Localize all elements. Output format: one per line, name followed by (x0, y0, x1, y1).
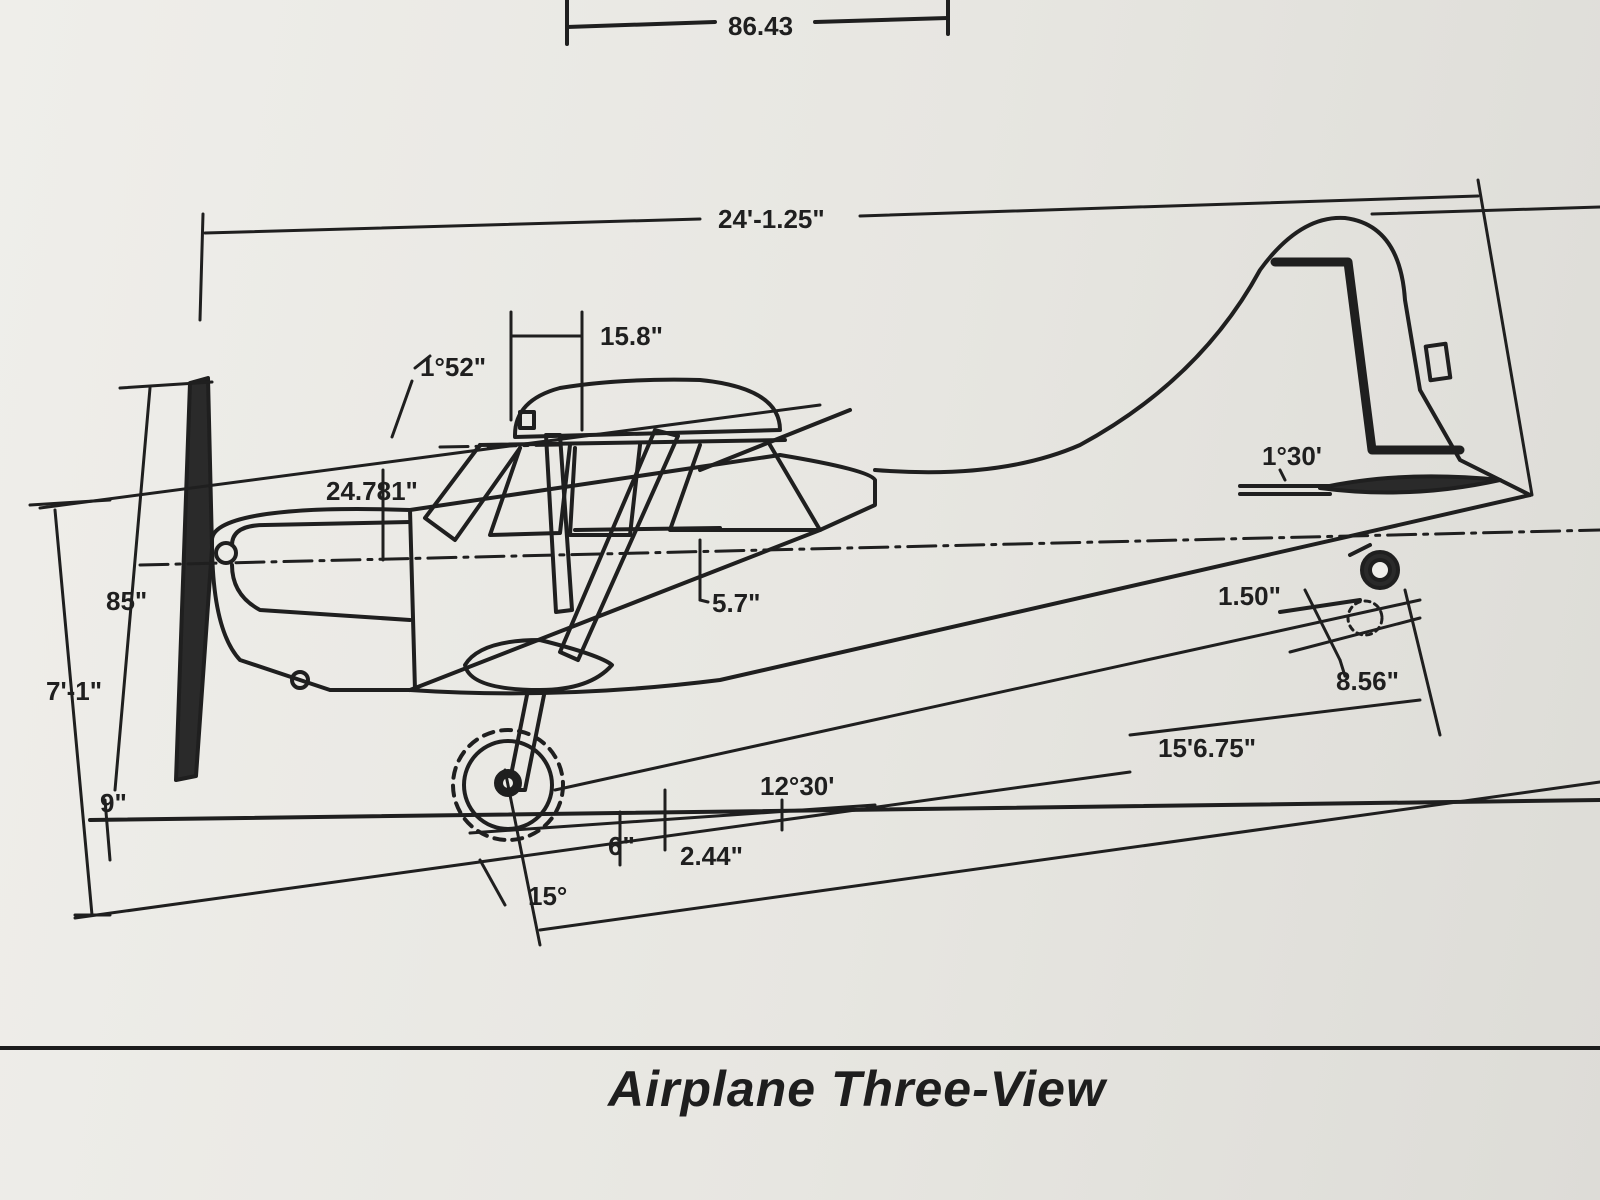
tailwheel-offset-label: 1.50" (1218, 581, 1281, 611)
overall-height-label: 7'-1" (46, 676, 102, 706)
tail-wheel (1278, 543, 1422, 654)
top-span-label: 86.43 (728, 11, 793, 41)
prop-radius-label: 85" (106, 586, 147, 616)
strut-offset-label: 15.8" (600, 321, 663, 351)
caption-rule (0, 1046, 1600, 1050)
figure-caption: Airplane Three-View (608, 1061, 1106, 1117)
prop-clearance-label: 9" (100, 788, 127, 818)
fuselage (210, 215, 1532, 696)
height-dimension-lines (28, 386, 152, 917)
vertical-fin (1270, 257, 1465, 455)
wing-angle-label: 1°52" (420, 352, 486, 382)
horizontal-stabilizer (1238, 474, 1502, 496)
wheel-angle-label: 15° (528, 881, 567, 911)
top-span-dimension-line (565, 0, 950, 46)
dimension-labels: 86.43 24'-1.25" 1°52" 15.8" 24.781" 85" … (46, 11, 1399, 911)
strut-drop-label: 5.7" (712, 588, 760, 618)
overall-length-dimension-line (198, 178, 1600, 497)
overall-length-label: 24'-1.25" (718, 204, 825, 234)
ground-reference-lines (73, 598, 1600, 932)
axle-offset-label: 2.44" (680, 841, 743, 871)
airplane-side-view-drawing: 86.43 24'-1.25" 1°52" 15.8" 24.781" 85" … (28, 0, 1600, 947)
propeller (118, 376, 214, 782)
ground-angle-label: 12°30' (760, 771, 834, 801)
dimension-leaders (381, 310, 1442, 737)
stab-angle-label: 1°30' (1262, 441, 1322, 471)
wheelbase-label: 15'6.75" (1158, 733, 1256, 763)
axle-height-label: 6" (608, 831, 635, 861)
tailwheel-dist-label: 8.56" (1336, 666, 1399, 696)
wing-reference-line (38, 354, 822, 510)
wing-strut (544, 408, 852, 662)
wing-chord-label: 24.781" (326, 476, 418, 506)
